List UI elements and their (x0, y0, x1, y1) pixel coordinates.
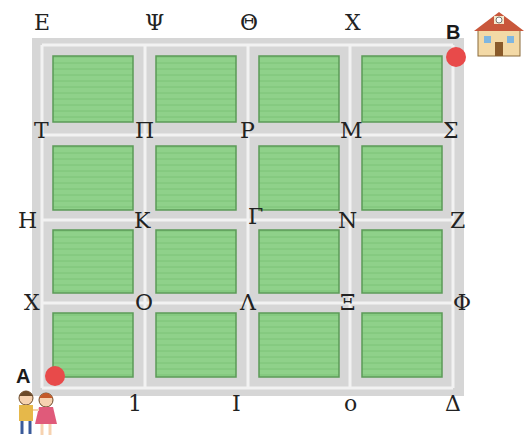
intersection-letter: Σ (443, 120, 459, 142)
intersection-letter: Ρ (240, 120, 255, 142)
intersection-letter: 1 (128, 393, 142, 415)
intersection-letter: Θ (240, 12, 258, 34)
intersection-letter: Η (18, 210, 37, 232)
intersection-letter: Ζ (450, 210, 465, 232)
intersection-letter: Δ (445, 393, 461, 415)
intersection-letter: ο (344, 393, 357, 415)
intersection-letter: Π (135, 120, 154, 142)
intersection-letter: Ν (338, 210, 357, 232)
intersection-letter: Χ (24, 292, 40, 314)
intersection-letter: Ε (34, 12, 50, 34)
intersection-letter: Ψ (145, 12, 164, 34)
start-point (45, 366, 65, 386)
intersection-letter: Γ (248, 206, 263, 228)
point-label: A (16, 366, 30, 386)
green-blocks (53, 56, 442, 377)
intersection-letter: Ι (232, 393, 241, 415)
intersection-letter: Φ (453, 292, 471, 314)
intersection-letter: Κ (134, 210, 150, 232)
street-area (32, 38, 464, 396)
kids-icon (19, 391, 57, 435)
school-icon (474, 12, 524, 56)
intersection-letter: Ξ (340, 292, 355, 314)
intersection-letter: Μ (340, 120, 363, 142)
end-point (446, 47, 466, 67)
intersection-letter: Λ (240, 292, 256, 314)
intersection-letter: Τ (34, 120, 49, 142)
street-centerlines (42, 45, 453, 388)
intersection-letter: Ο (135, 292, 153, 314)
point-label: B (446, 22, 460, 42)
intersection-letter: Χ (345, 12, 361, 34)
